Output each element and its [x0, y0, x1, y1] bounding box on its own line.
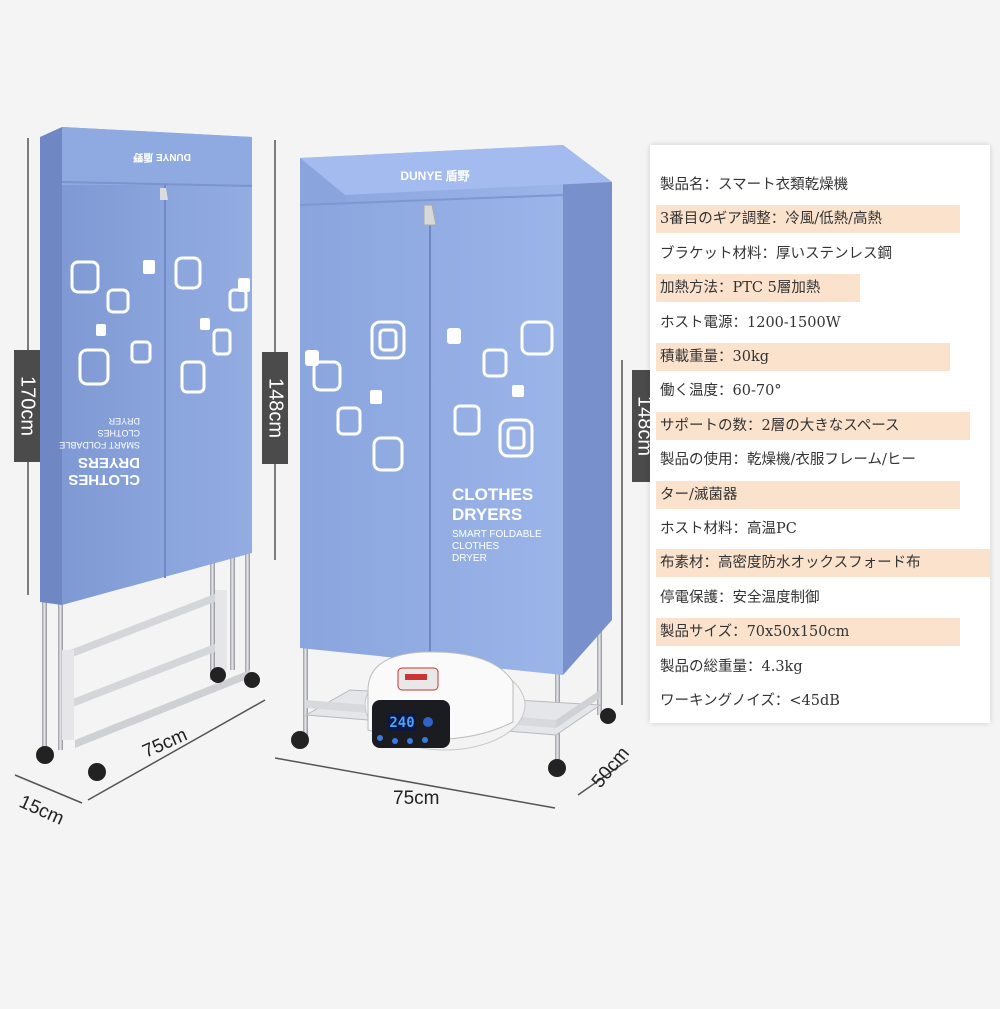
spec-row: 停電保護：安全温度制御	[660, 589, 820, 606]
spec-row: サポートの数：2層の大きなスペース	[656, 411, 970, 440]
left-dryer: DUNYE 盾野 CLOTHES DRYERS SMART FOLDABLE C…	[36, 127, 260, 781]
right-panel-sub2: CLOTHES	[452, 541, 500, 552]
left-height-label: 170cm	[14, 350, 40, 462]
right-panel-sub1: SMART FOLDABLE	[452, 529, 542, 540]
right-width-label: 75cm	[393, 788, 440, 809]
left-panel-title1: CLOTHES	[68, 471, 140, 488]
left-height-text: 170cm	[16, 375, 39, 437]
spec-row: 製品名：スマート衣類乾燥機	[660, 177, 849, 193]
left-panel-sub3: DRYER	[108, 416, 140, 426]
spec-row: 布素材：高密度防水オックスフォード布	[656, 549, 990, 578]
right-dimension-lines	[274, 360, 629, 809]
spec-panel: 製品名：スマート衣類乾燥機 3番目のギア調整：冷風/低熱/高熱ブラケット材料：厚い…	[650, 145, 990, 723]
spec-row: ブラケット材料：厚いステンレス鋼	[660, 245, 892, 262]
spec-row: 加熱方法：PTC 5層加熱	[656, 274, 860, 303]
left-frame-height-text: 148cm	[264, 377, 287, 439]
left-frame-height-label: 148cm	[262, 352, 288, 464]
spec-row: ホスト材料：高温PC	[660, 521, 797, 537]
heater-display: 240	[389, 715, 414, 731]
right-panel-title1: CLOTHES	[452, 485, 533, 504]
spec-row: 製品の使用：乾燥機/衣服フレーム/ヒー	[660, 452, 916, 469]
right-panel-sub3: DRYER	[452, 553, 487, 564]
spec-row: 積載重量：30kg	[656, 343, 950, 371]
spec-row: ホスト電源：1200-1500W	[660, 314, 841, 331]
heater-unit: 240	[364, 651, 526, 751]
spec-row: 3番目のギア調整：冷風/低熱/高熱	[656, 205, 960, 234]
left-panel-sub2: CLOTHES	[97, 428, 140, 438]
spec-row: ワーキングノイズ：<45dB	[660, 693, 840, 709]
left-panel-sub1: SMART FOLDABLE	[59, 440, 140, 450]
right-panel-title2: DRYERS	[452, 505, 522, 524]
spec-row: 製品サイズ：70x50x150cm	[656, 618, 960, 647]
spec-row: ター/滅菌器	[656, 480, 960, 509]
right-dryer: DUNYE 盾野 CLOTHES DRYERS SMART FOLDABLE C…	[291, 145, 616, 777]
spec-row: 製品の総重量：4.3kg	[660, 658, 803, 675]
spec-row: 働く温度：60-70°	[660, 383, 782, 400]
left-brand-logo: DUNYE 盾野	[133, 151, 191, 164]
right-brand-logo: DUNYE 盾野	[400, 168, 469, 183]
left-panel-title2: DRYERS	[78, 454, 140, 471]
